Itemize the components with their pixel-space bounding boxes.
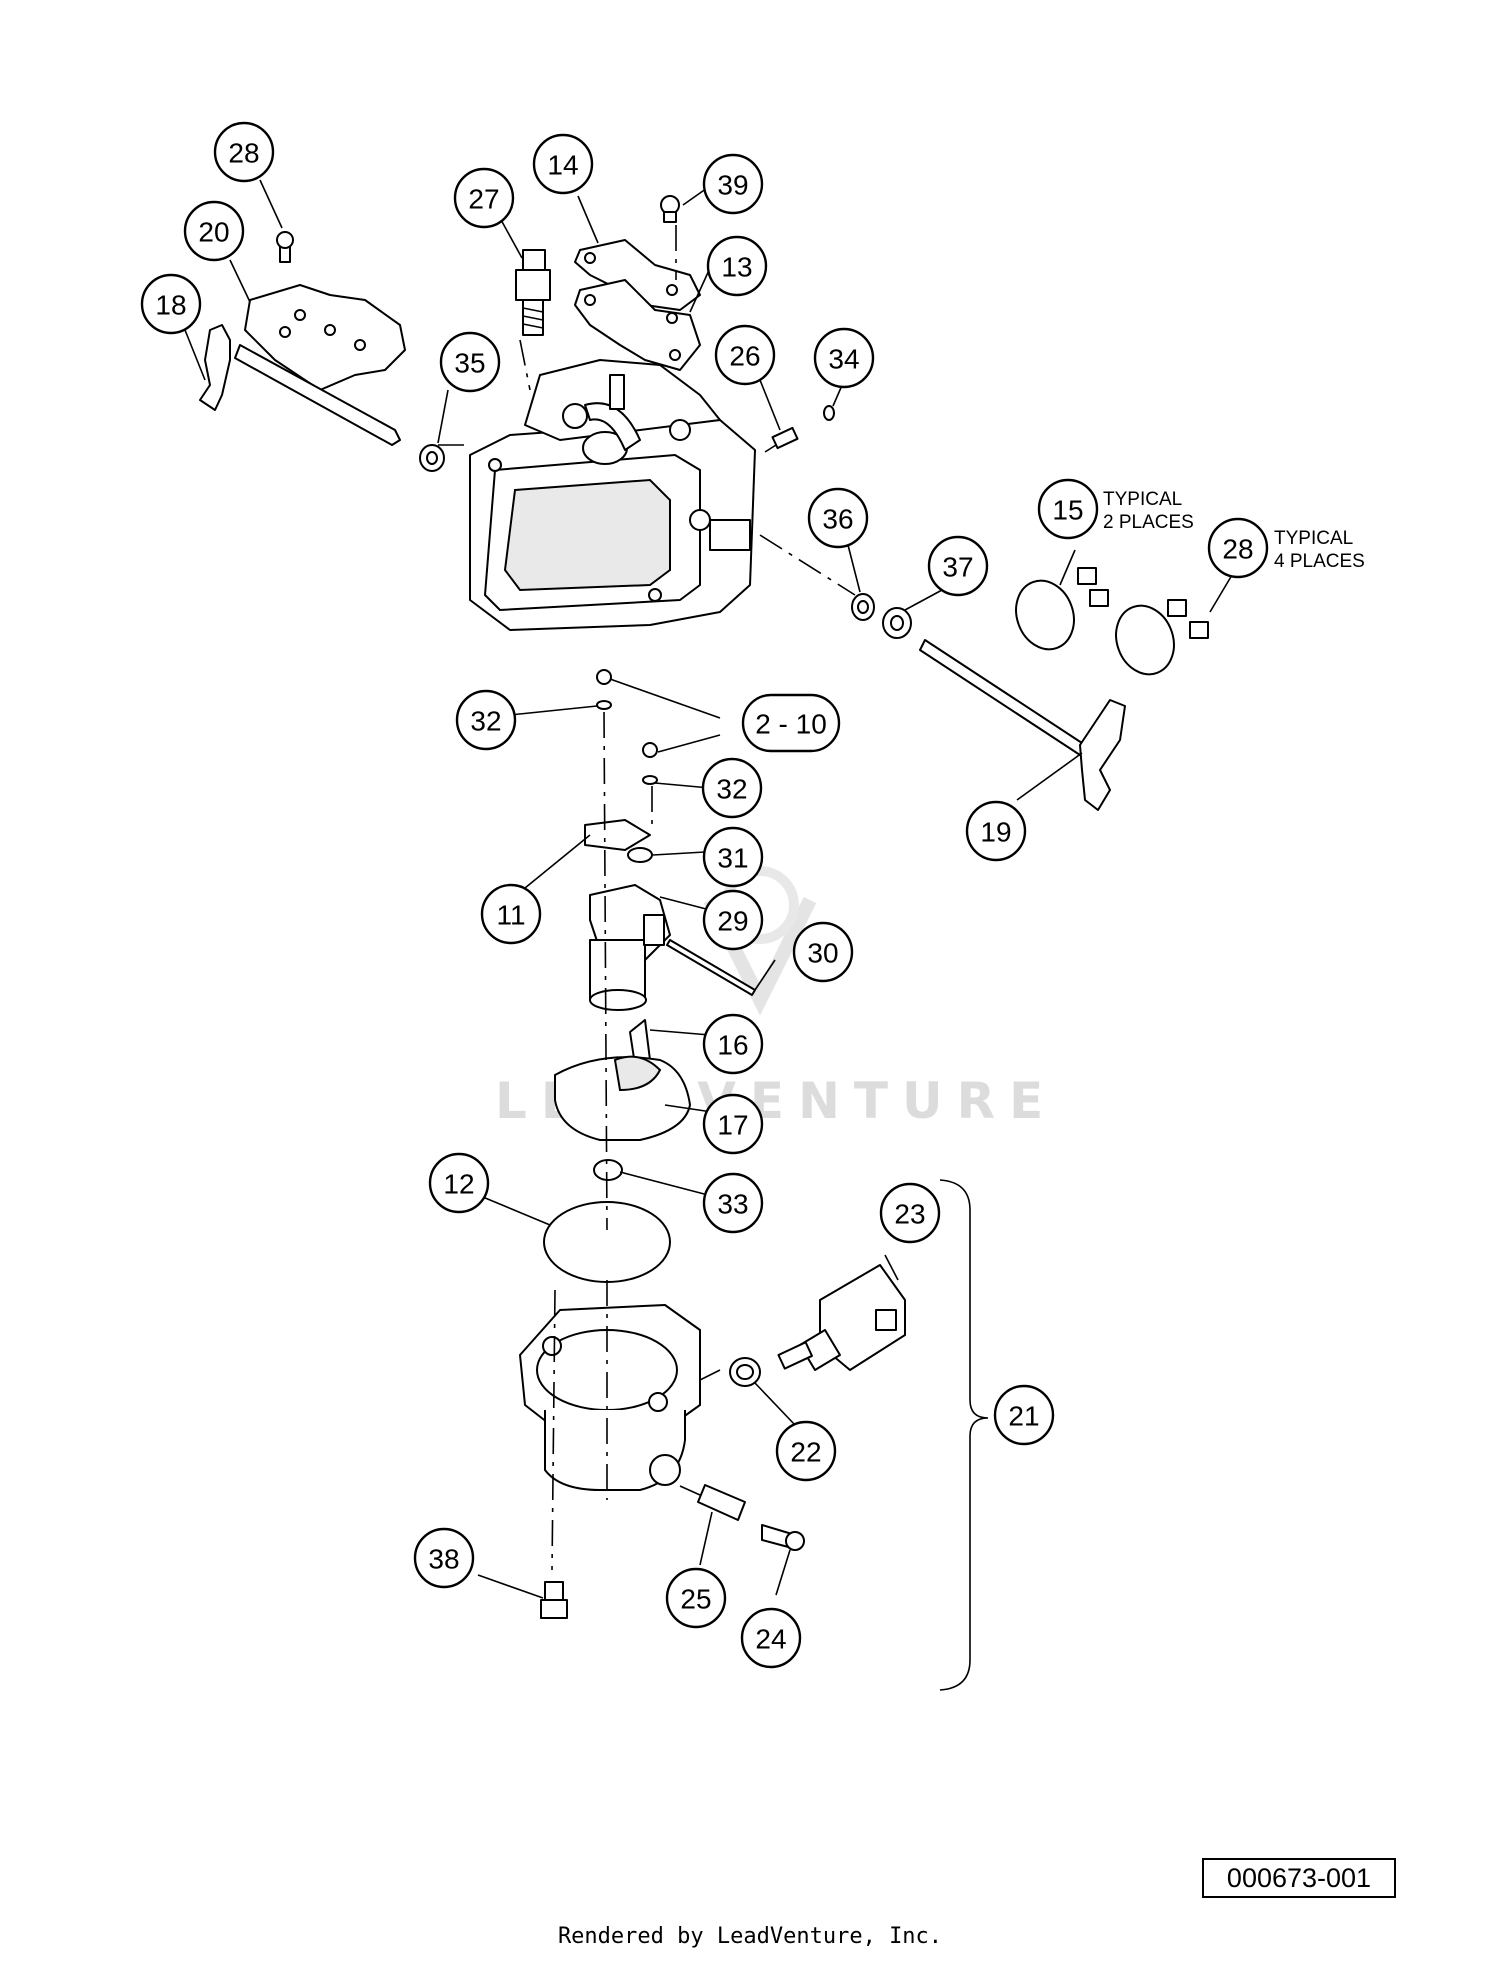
callout-bubble <box>428 1152 490 1214</box>
callout-bubble <box>439 331 501 393</box>
callout-bubble <box>775 1420 837 1482</box>
callout-bubble <box>455 689 517 751</box>
callout-bubble <box>701 757 763 819</box>
callout-label: 30 <box>807 938 838 969</box>
callout-bubble <box>702 153 764 215</box>
callout-label: 14 <box>547 150 578 181</box>
callout-label: 11 <box>496 900 525 931</box>
drawing-number: 000673-001 <box>1202 1858 1396 1898</box>
gasket-33 <box>593 1159 623 1181</box>
callout-label: 32 <box>470 706 501 737</box>
assembly-bracket-21 <box>939 1179 989 1691</box>
callout-bubble <box>879 1182 941 1244</box>
callout-label: 31 <box>717 843 748 874</box>
callout-label: 22 <box>790 1437 821 1468</box>
callout-bubble <box>183 200 245 262</box>
callout-bubble <box>480 883 542 945</box>
callout-label: 32 <box>716 774 747 805</box>
callout-label: 39 <box>717 170 748 201</box>
ball-34 <box>823 405 835 421</box>
callout-label: 15 <box>1052 495 1083 526</box>
callout-label: 38 <box>428 1544 459 1575</box>
float-assembly <box>554 669 756 1141</box>
callout-bubble <box>213 121 275 183</box>
callout-bubble <box>740 1607 802 1669</box>
screw-38 <box>544 1581 564 1601</box>
callout-bubble <box>1037 478 1099 540</box>
throttle-shaft-19 <box>919 567 1209 811</box>
callout-label: 24 <box>755 1624 786 1655</box>
callout-bubble <box>413 1527 475 1589</box>
callout-label: 26 <box>729 341 760 372</box>
gasket-13 <box>574 279 701 371</box>
callout-bubble <box>453 167 515 229</box>
carburetor-body <box>469 359 756 631</box>
typical-notes: TYPICAL 2 PLACES TYPICAL 4 PLACES <box>1103 489 1365 572</box>
callout-label: 16 <box>717 1030 748 1061</box>
leader-lines <box>184 179 1233 1599</box>
solenoid-23 <box>777 1264 906 1371</box>
spring-25 <box>697 1484 746 1521</box>
callout-label: 27 <box>468 184 499 215</box>
callout-label: 25 <box>680 1584 711 1615</box>
callout-bubble <box>965 800 1027 862</box>
callout-label: 35 <box>454 348 485 379</box>
callout-bubble <box>702 889 764 951</box>
callout-label: 23 <box>894 1199 925 1230</box>
callout-label: 33 <box>717 1189 748 1220</box>
screw-26 <box>764 426 799 453</box>
gasket-12 <box>543 1201 671 1283</box>
note-typical-4-line1: TYPICAL <box>1274 528 1353 549</box>
callout-bubble <box>706 235 768 297</box>
callout-label: 34 <box>828 344 859 375</box>
callout-label: 13 <box>721 252 752 283</box>
callout-bubble <box>702 826 764 888</box>
float-bowl <box>519 1304 701 1491</box>
callout-bubble <box>665 1567 727 1629</box>
note-typical-4-line2: 4 PLACES <box>1274 551 1365 572</box>
centerlines <box>438 225 856 1571</box>
callout-bubble <box>702 1013 764 1075</box>
callout-bubble <box>140 273 202 335</box>
callout-bubble <box>532 133 594 195</box>
callout-label: 19 <box>980 817 1011 848</box>
callout-bubble <box>813 327 875 389</box>
fitting-27 <box>515 249 551 336</box>
callout-label: 37 <box>942 552 973 583</box>
callout-label: 29 <box>717 906 748 937</box>
callout-bubble <box>1207 517 1269 579</box>
callout-bubble <box>702 1093 764 1155</box>
callout-label: 20 <box>198 217 229 248</box>
choke-plate-and-shaft <box>199 231 406 446</box>
render-credit: Rendered by LeadVenture, Inc. <box>557 1924 943 1949</box>
callout-label: 28 <box>228 138 259 169</box>
callout-bubble <box>741 693 841 753</box>
callout-label: 12 <box>443 1169 474 1200</box>
callout-bubble <box>807 487 869 549</box>
callout-bubble <box>714 324 776 386</box>
callout-bubble <box>993 1384 1055 1446</box>
callout-group: 28 20 18 27 14 39 13 35 26 34 36 37 15 28 32 2 - 10 32 31… <box>140 121 1269 1669</box>
callout-label: 17 <box>717 1110 748 1141</box>
callout-bubble <box>792 921 854 983</box>
callout-bubble <box>702 1172 764 1234</box>
callout-label: 28 <box>1222 534 1253 565</box>
note-typical-2-line2: 2 PLACES <box>1103 512 1194 533</box>
callout-label: 2 - 10 <box>755 709 827 740</box>
note-typical-2-line1: TYPICAL <box>1103 489 1182 510</box>
callout-label: 21 <box>1008 1401 1039 1432</box>
callout-label: 18 <box>155 290 186 321</box>
callout-bubble <box>927 535 989 597</box>
callout-label: 36 <box>822 504 853 535</box>
